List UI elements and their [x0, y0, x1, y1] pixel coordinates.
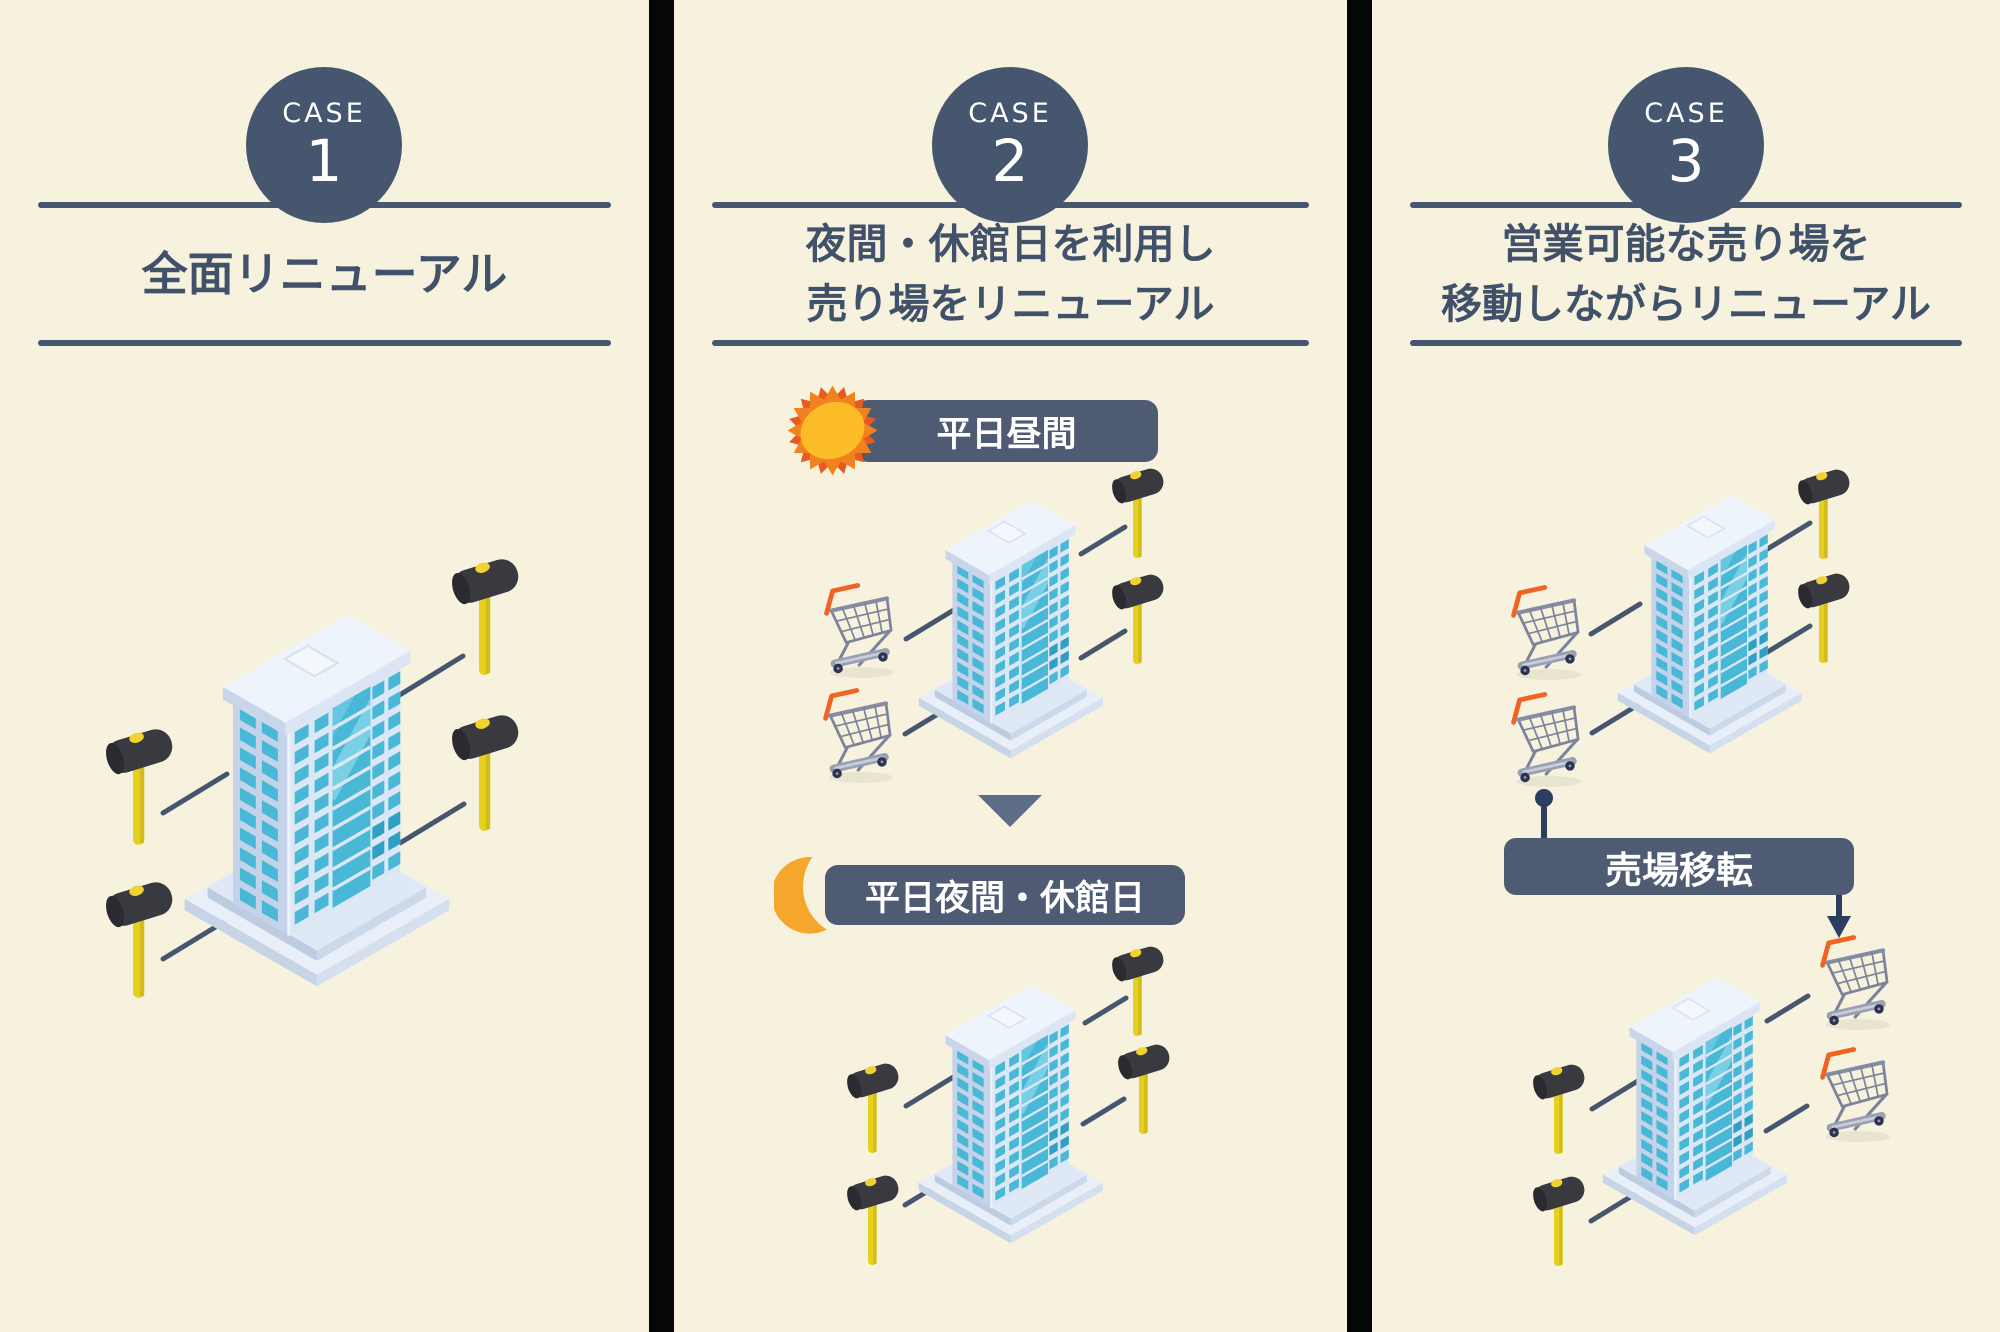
sun-icon: [785, 383, 880, 478]
daytime-badge: 平日昼間: [855, 400, 1158, 462]
building-illustration: [919, 500, 1103, 758]
case-label: CASE: [1644, 98, 1728, 129]
night-badge: 平日夜間・休館日: [825, 865, 1185, 925]
relocation-badge-label: 売場移転: [1605, 848, 1753, 892]
case2-illustration: [674, 464, 1173, 1266]
daytime-badge-label: 平日昼間: [936, 414, 1077, 455]
case1-illustration: [101, 553, 523, 998]
mallet-icon: [101, 723, 177, 845]
case-number: 1: [305, 127, 343, 195]
panel-case-1: CASE 1 全面リニューアル: [0, 0, 649, 1332]
mallet-icon: [843, 1059, 902, 1154]
case-number: 3: [1667, 127, 1705, 195]
cart-icon: [826, 690, 893, 782]
case-number-badge: CASE 1: [246, 67, 402, 223]
panel-divider-1: [649, 0, 674, 1332]
panel-title: 営業可能な売り場を 移動しながらリニューアル: [1372, 206, 2000, 342]
case-number: 2: [991, 127, 1029, 195]
panel-title: 全面リニューアル: [0, 206, 649, 342]
mallet-icon: [1108, 942, 1167, 1037]
mallet-icon: [447, 709, 523, 831]
panel-title: 夜間・休館日を利用し 売り場をリニューアル: [674, 206, 1347, 342]
case-number-badge: CASE 3: [1608, 67, 1764, 223]
mallet-icon: [1794, 569, 1853, 664]
relocation-arrow-icon: [1827, 895, 1851, 938]
connector-dot: [1535, 789, 1553, 807]
cart-icon: [1514, 587, 1581, 679]
mallet-icon: [843, 1171, 902, 1266]
building-illustration: [1603, 977, 1787, 1235]
case3-illustration: [1372, 465, 2000, 1267]
panel-title-line: 移動しながらリニューアル: [1441, 280, 1931, 328]
mallet-icon: [1108, 570, 1167, 665]
building-illustration: [1618, 495, 1802, 753]
mallet-icon: [101, 876, 177, 998]
header-rule-bottom: [38, 340, 611, 346]
relocation-badge: 売場移転: [1504, 838, 1854, 895]
case-label: CASE: [968, 98, 1052, 129]
mallet-icon: [1794, 465, 1853, 560]
cart-icon: [1514, 694, 1581, 786]
moon-icon: [774, 855, 831, 938]
mallet-icon: [1108, 464, 1167, 559]
panel-title-line: 夜間・休館日を利用し: [805, 220, 1216, 268]
mallet-icon: [1114, 1040, 1173, 1135]
mallet-icon: [1529, 1172, 1588, 1267]
panel-divider-2: [1347, 0, 1372, 1332]
mallet-icon: [1529, 1060, 1588, 1155]
panel-title-line: 売り場をリニューアル: [806, 280, 1215, 328]
header-rule-bottom: [1410, 340, 1962, 346]
panel-case-3: CASE 3 営業可能な売り場を 移動しながらリニューアル 売場移転: [1372, 0, 2000, 1332]
panel-title-line: 全面リニューアル: [141, 247, 508, 301]
panel-case-2: CASE 2 夜間・休館日を利用し 売り場をリニューアル 平日昼間 平日夜間・休…: [674, 0, 1347, 1332]
night-badge-label: 平日夜間・休館日: [864, 878, 1145, 919]
panel-title-line: 営業可能な売り場を: [1501, 220, 1871, 268]
building-illustration: [919, 985, 1103, 1243]
cart-icon: [827, 585, 894, 677]
case-number-badge: CASE 2: [932, 67, 1088, 223]
header-rule-bottom: [712, 340, 1309, 346]
case-label: CASE: [282, 98, 366, 129]
cart-icon: [1823, 937, 1890, 1029]
building-illustration: [185, 615, 450, 986]
cart-icon: [1823, 1049, 1890, 1141]
down-arrow-icon: [978, 795, 1042, 827]
